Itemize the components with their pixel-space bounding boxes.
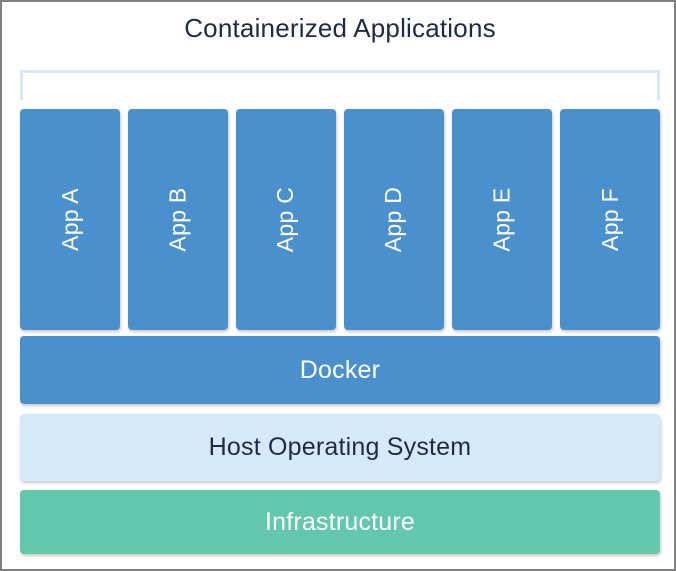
layer-label: Infrastructure: [264, 507, 416, 536]
app-box-d[interactable]: App D: [344, 109, 444, 330]
layer-infrastructure[interactable]: Infrastructure: [20, 490, 660, 554]
app-box-e[interactable]: App E: [452, 109, 552, 330]
containerized-applications-bracket: [20, 70, 660, 100]
app-box-b[interactable]: App B: [128, 109, 228, 330]
app-container-row: App A App B App C App D App E App F: [20, 109, 660, 330]
app-box-a[interactable]: App A: [20, 109, 120, 330]
app-box-label: App C: [272, 186, 299, 253]
app-box-label: App D: [380, 186, 407, 253]
layer-host-operating-system[interactable]: Host Operating System: [20, 414, 660, 481]
app-box-label: App F: [596, 188, 623, 251]
layer-label: Host Operating System: [208, 433, 472, 461]
app-box-c[interactable]: App C: [236, 109, 336, 330]
app-box-label: App E: [488, 187, 515, 252]
app-box-f[interactable]: App F: [560, 109, 660, 330]
layer-label: Docker: [299, 355, 381, 384]
app-box-label: App A: [56, 188, 83, 251]
layer-docker[interactable]: Docker: [20, 336, 660, 404]
page-title: Containerized Applications: [184, 13, 496, 43]
app-box-label: App B: [164, 187, 191, 252]
